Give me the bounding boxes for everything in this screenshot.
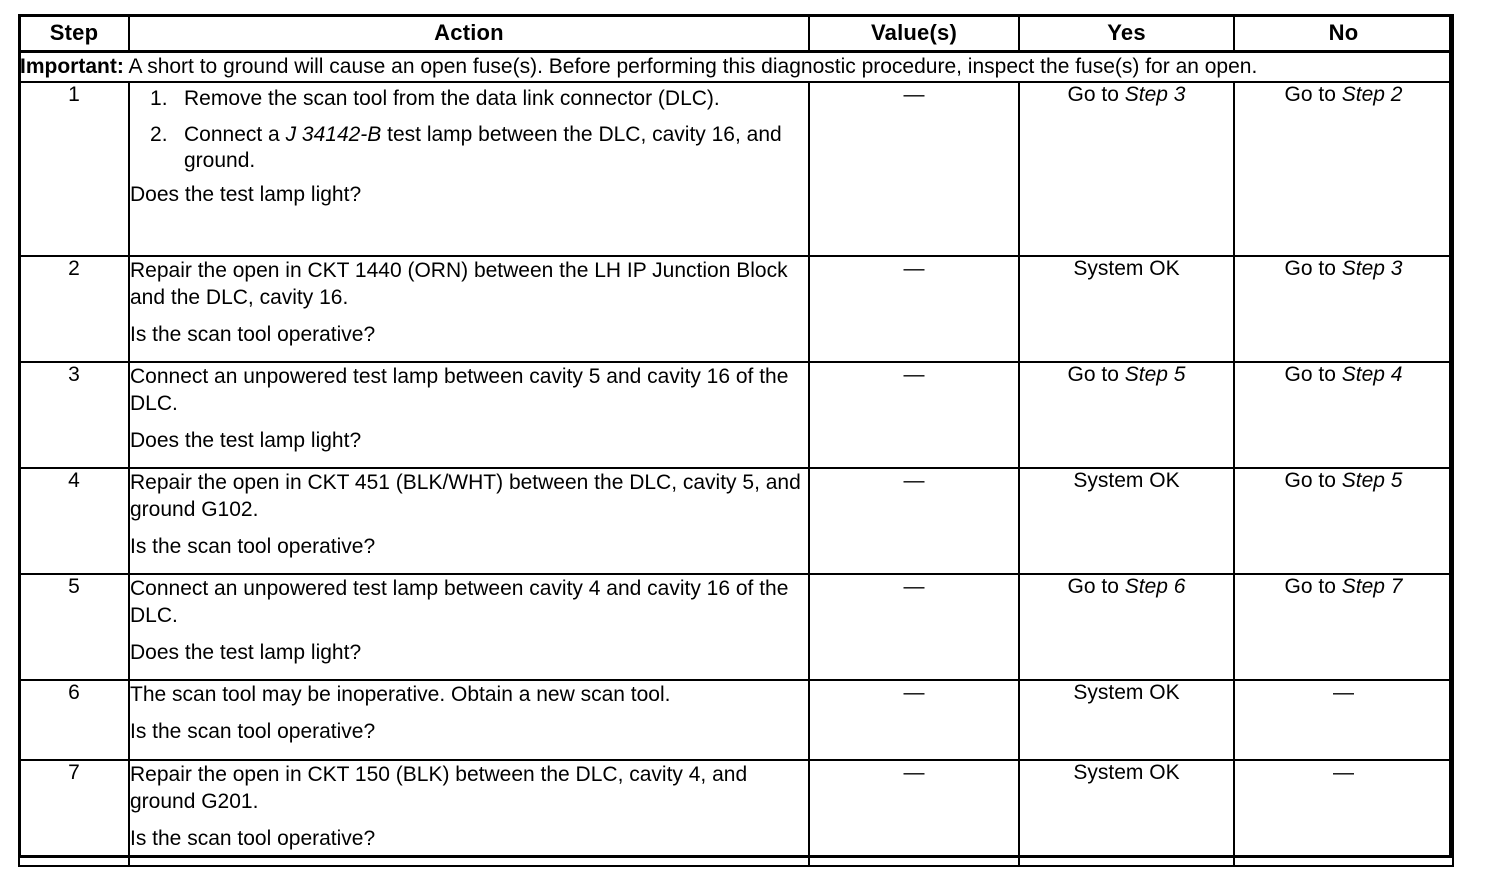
action-statement: Connect an unpowered test lamp between c… — [130, 364, 789, 416]
step-number: 6 — [18, 678, 130, 761]
action-statement: The scan tool may be inoperative. Obtain… — [130, 682, 671, 706]
table-row: 3 Connect an unpowered test lamp between… — [18, 360, 1454, 469]
action-statement: Repair the open in CKT 150 (BLK) between… — [130, 762, 748, 814]
important-notice-row: Important: A short to ground will cause … — [18, 50, 1454, 83]
value-cell: — — [808, 360, 1020, 469]
no-cell: — — [1233, 678, 1454, 761]
yes-cell: System OK — [1018, 466, 1235, 575]
value-cell: — — [808, 80, 1020, 257]
action-cell: Connect an unpowered test lamp between c… — [128, 572, 810, 681]
step-number: 5 — [18, 572, 130, 681]
step-number: 1 — [18, 80, 130, 257]
yes-cell: Go to Step 5 — [1018, 360, 1235, 469]
table-row: 4 Repair the open in CKT 451 (BLK/WHT) b… — [18, 466, 1454, 575]
step-reference: Step 3 — [1341, 256, 1403, 280]
action-cell: The scan tool may be inoperative. Obtain… — [128, 678, 810, 761]
table-row: 7 Repair the open in CKT 150 (BLK) betwe… — [18, 758, 1454, 867]
value-cell: — — [808, 678, 1020, 761]
column-header-yes: Yes — [1018, 14, 1235, 53]
step-number: 7 — [18, 758, 130, 867]
em-dash: — — [903, 574, 925, 598]
no-cell: Go to Step 4 — [1233, 360, 1454, 469]
value-cell: — — [808, 758, 1020, 867]
column-header-no: No — [1233, 14, 1454, 53]
value-cell: — — [808, 254, 1020, 363]
action-question: Does the test lamp light? — [130, 641, 362, 665]
no-cell: Go to Step 2 — [1233, 80, 1454, 257]
em-dash: — — [903, 256, 925, 280]
action-cell: Connect an unpowered test lamp between c… — [128, 360, 810, 469]
yes-cell: System OK — [1018, 758, 1235, 867]
step-number: 2 — [18, 254, 130, 363]
yes-cell: Go to Step 3 — [1018, 80, 1235, 257]
table-row: 2 Repair the open in CKT 1440 (ORN) betw… — [18, 254, 1454, 363]
substep-text: Remove the scan tool from the data link … — [184, 86, 720, 110]
diagnostic-procedure-table: Step Action Value(s) Yes No Important: A… — [18, 14, 1454, 867]
step-reference: Step 5 — [1124, 362, 1186, 386]
action-cell: Repair the open in CKT 150 (BLK) between… — [128, 758, 810, 867]
em-dash: — — [1333, 760, 1354, 784]
column-header-action: Action — [128, 14, 810, 53]
yes-cell: System OK — [1018, 678, 1235, 761]
em-dash: — — [903, 760, 925, 784]
step-reference: Step 6 — [1124, 574, 1186, 598]
action-question: Is the scan tool operative? — [130, 323, 376, 347]
action-cell: Repair the open in CKT 451 (BLK/WHT) bet… — [128, 466, 810, 575]
action-statement: Repair the open in CKT 451 (BLK/WHT) bet… — [130, 470, 801, 522]
value-cell: — — [808, 572, 1020, 681]
list-item: Remove the scan tool from the data link … — [130, 86, 808, 113]
no-cell: Go to Step 3 — [1233, 254, 1454, 363]
em-dash: — — [1333, 680, 1354, 704]
em-dash: — — [903, 468, 925, 492]
important-notice-cell: Important: A short to ground will cause … — [18, 50, 1454, 83]
important-text: A short to ground will cause an open fus… — [128, 55, 1258, 78]
action-question: Is the scan tool operative? — [130, 535, 376, 559]
em-dash: — — [903, 82, 925, 106]
action-question: Is the scan tool operative? — [130, 827, 376, 851]
step-reference: Step 2 — [1341, 82, 1403, 106]
action-question: Is the scan tool operative? — [130, 720, 376, 744]
step-number: 4 — [18, 466, 130, 575]
step-reference: Step 4 — [1341, 362, 1403, 386]
table-row: 6 The scan tool may be inoperative. Obta… — [18, 678, 1454, 761]
list-item: Connect a J 34142-B test lamp between th… — [150, 122, 782, 173]
important-label: Important: — [20, 55, 124, 78]
step-reference: Step 3 — [1124, 82, 1186, 106]
action-cell: Remove the scan tool from the data link … — [128, 80, 810, 257]
no-cell: — — [1233, 758, 1454, 867]
no-cell: Go to Step 5 — [1233, 466, 1454, 575]
action-substep-list: Remove the scan tool from the data link … — [130, 86, 808, 176]
column-header-value: Value(s) — [808, 14, 1020, 53]
em-dash: — — [903, 362, 925, 386]
table-row: 1 Remove the scan tool from the data lin… — [18, 80, 1454, 257]
step-number: 3 — [18, 360, 130, 469]
action-statement: Repair the open in CKT 1440 (ORN) betwee… — [130, 258, 788, 310]
step-reference: Step 7 — [1341, 574, 1403, 598]
no-cell: Go to Step 7 — [1233, 572, 1454, 681]
em-dash: — — [903, 680, 925, 704]
tool-designation: J 34142-B — [285, 122, 382, 146]
action-question: Does the test lamp light? — [130, 183, 362, 207]
action-question: Does the test lamp light? — [130, 429, 362, 453]
value-cell: — — [808, 466, 1020, 575]
action-cell: Repair the open in CKT 1440 (ORN) betwee… — [128, 254, 810, 363]
table-row: 5 Connect an unpowered test lamp between… — [18, 572, 1454, 681]
yes-cell: Go to Step 6 — [1018, 572, 1235, 681]
step-reference: Step 5 — [1341, 468, 1403, 492]
table-header-row: Step Action Value(s) Yes No — [18, 14, 1454, 53]
yes-cell: System OK — [1018, 254, 1235, 363]
action-statement: Connect an unpowered test lamp between c… — [130, 576, 789, 628]
column-header-step: Step — [18, 14, 130, 53]
